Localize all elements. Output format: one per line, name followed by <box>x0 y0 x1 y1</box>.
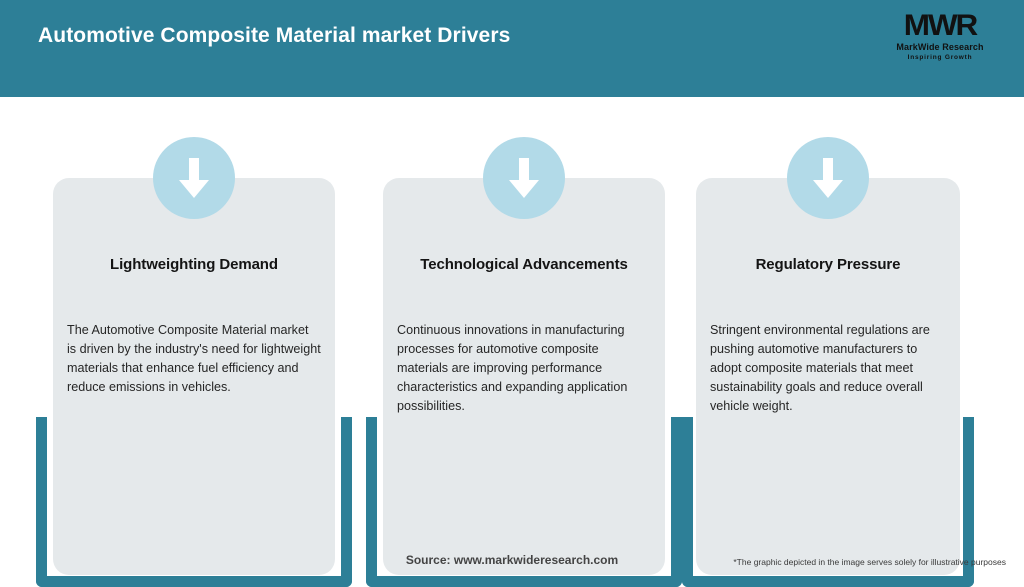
card-body-text: Stringent environmental regulations are … <box>710 323 930 413</box>
markwide-research-logo: MWR MarkWide Research Inspiring Growth <box>880 10 1000 68</box>
drivers-card-row: Lightweighting Demand The Automotive Com… <box>0 97 1024 587</box>
driver-card-2: Technological Advancements Continuous in… <box>366 137 682 587</box>
card-body-text: The Automotive Composite Material market… <box>67 323 321 394</box>
page-header: Automotive Composite Material market Dri… <box>0 0 1024 97</box>
card-body-text: Continuous innovations in manufacturing … <box>397 323 628 413</box>
logo-monogram-icon: MWR <box>903 9 979 42</box>
card-surface: Regulatory Pressure Stringent environmen… <box>696 137 960 575</box>
source-label: Source: www.markwideresearch.com <box>405 553 619 567</box>
arrow-down-icon <box>787 137 869 219</box>
disclaimer-note: *The graphic depicted in the image serve… <box>733 557 1006 567</box>
card-title: Technological Advancements <box>420 256 628 273</box>
card-surface: Lightweighting Demand The Automotive Com… <box>53 137 335 575</box>
arrow-down-icon <box>153 137 235 219</box>
driver-card-3: Regulatory Pressure Stringent environmen… <box>682 137 974 587</box>
logo-tagline: Inspiring Growth <box>907 54 973 61</box>
card-title: Regulatory Pressure <box>755 256 901 273</box>
logo-company-name: MarkWide Research <box>896 42 984 52</box>
driver-card-1: Lightweighting Demand The Automotive Com… <box>36 137 352 587</box>
arrow-down-icon <box>483 137 565 219</box>
card-title: Lightweighting Demand <box>110 256 278 273</box>
page-title: Automotive Composite Material market Dri… <box>38 24 511 47</box>
card-surface: Technological Advancements Continuous in… <box>383 137 665 575</box>
